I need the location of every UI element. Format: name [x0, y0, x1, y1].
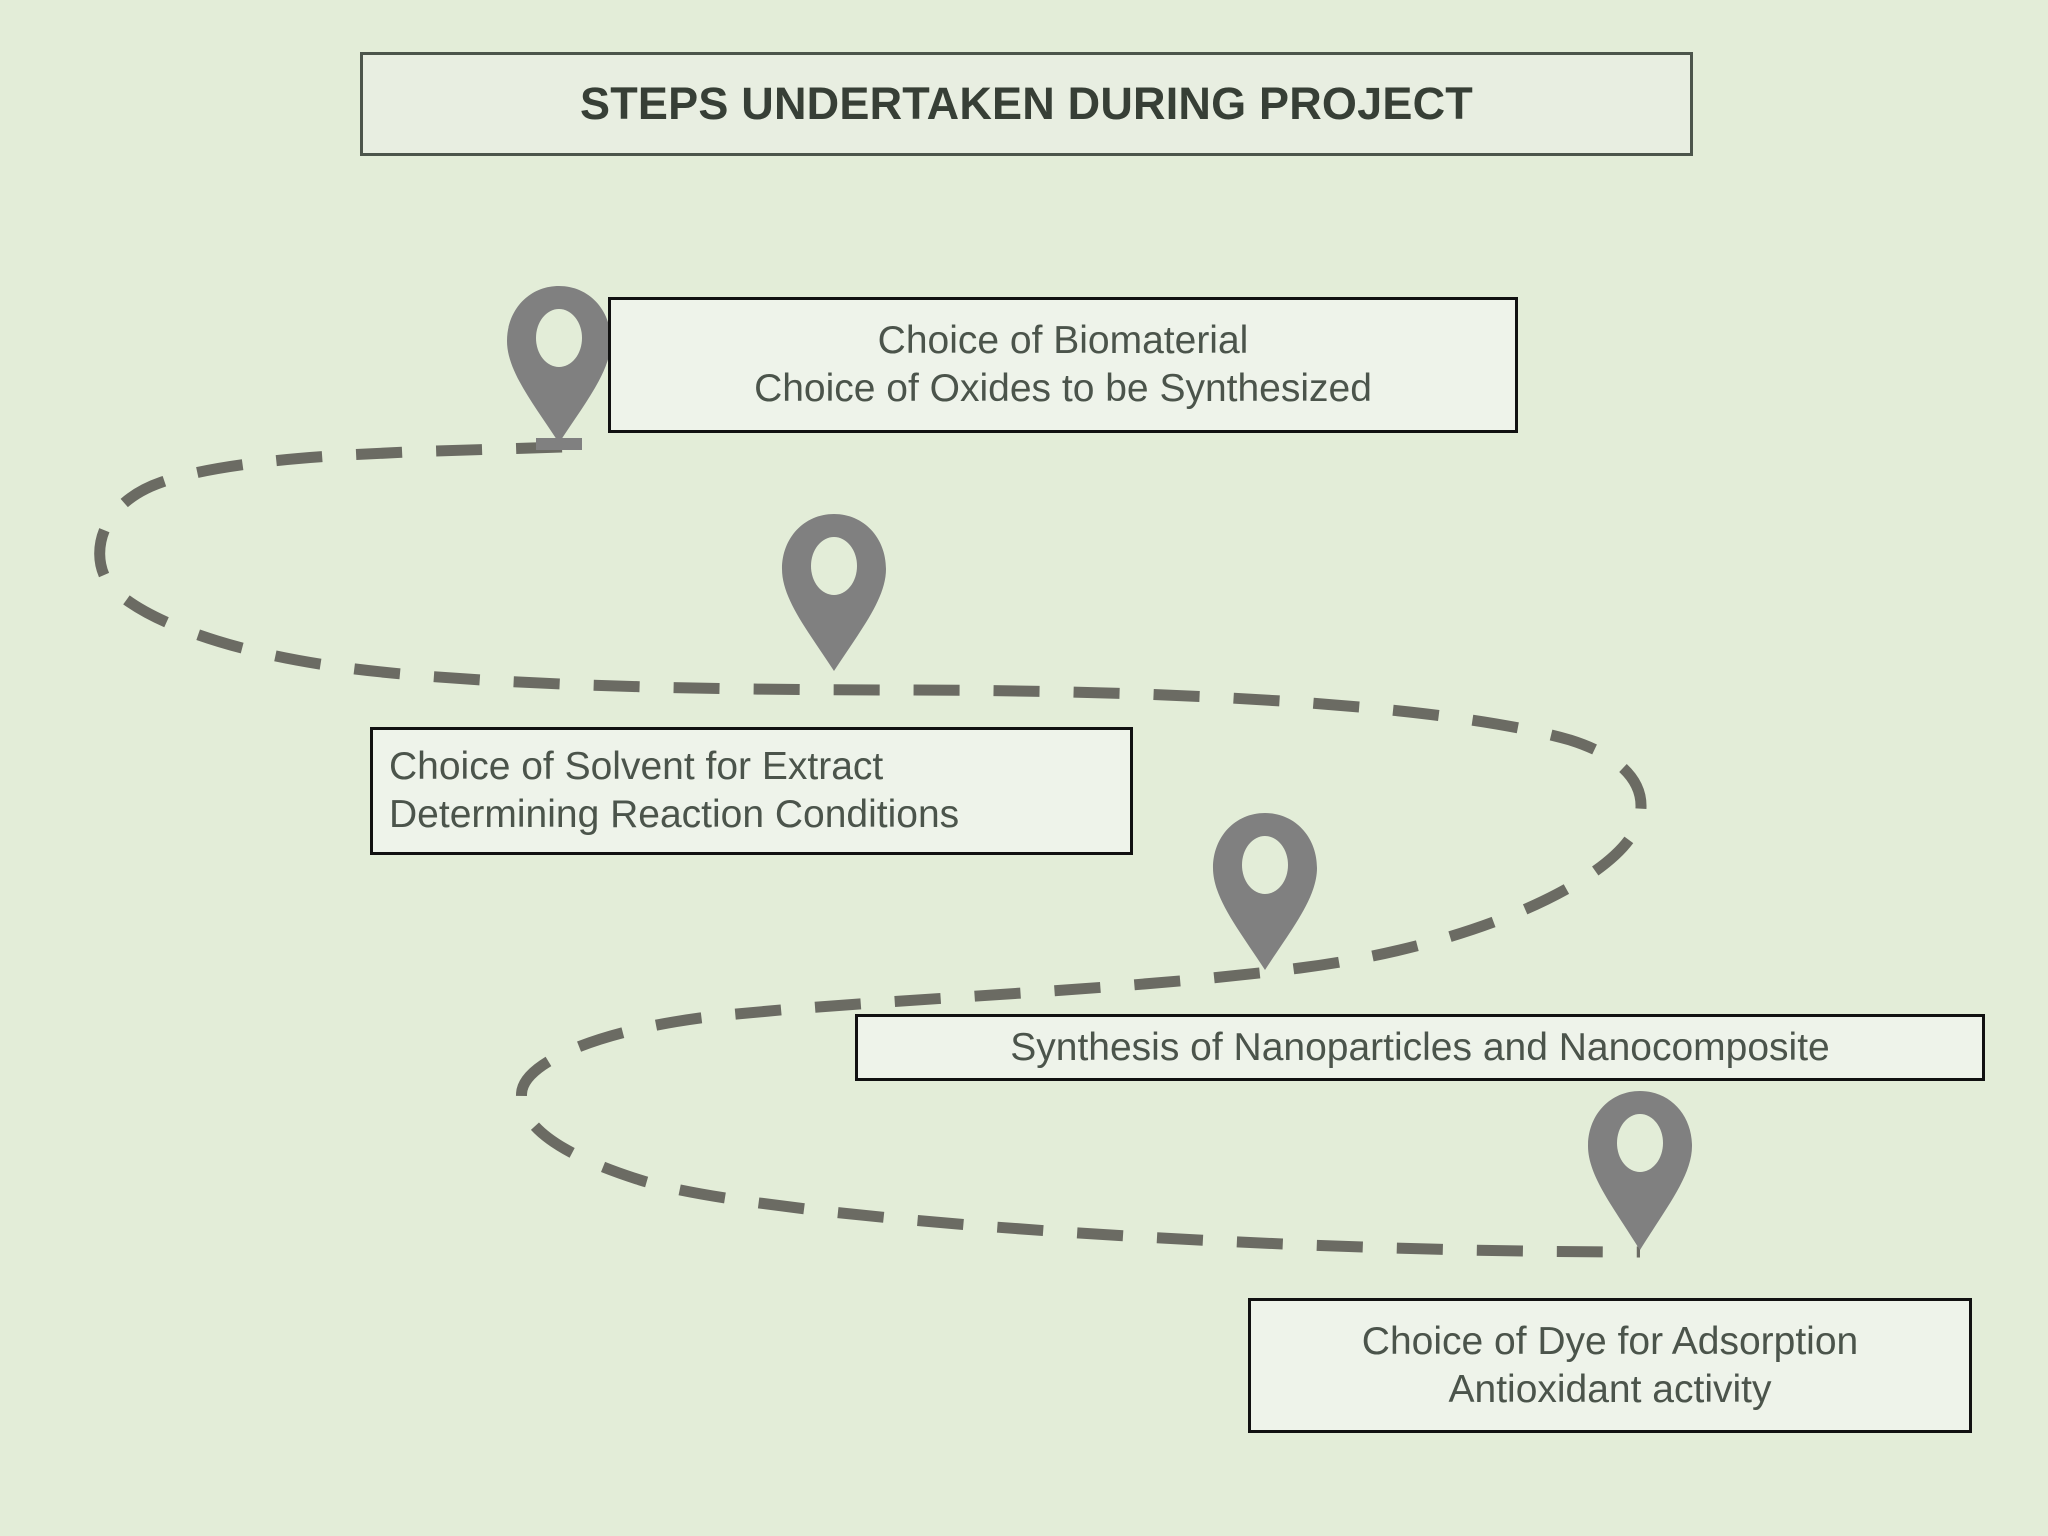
step-1-line-1: Choice of Biomaterial: [877, 319, 1249, 363]
map-pin-marker-1: [507, 286, 611, 450]
page-title-box: STEPS UNDERTAKEN DURING PROJECT: [360, 52, 1693, 156]
map-pin-marker-4: [1588, 1091, 1692, 1250]
page-title: STEPS UNDERTAKEN DURING PROJECT: [580, 78, 1473, 129]
map-pin-marker-3: [1213, 813, 1317, 970]
step-2-line-1: Choice of Solvent for Extract: [389, 745, 884, 789]
step-2-line-2: Determining Reaction Conditions: [389, 793, 960, 836]
step-3-line-1: Synthesis of Nanoparticles and Nanocompo…: [1010, 1025, 1830, 1069]
step-4-line-2: Antioxidant activity: [1448, 1367, 1772, 1411]
step-box-4: Choice of Dye for Adsorption Antioxidant…: [1248, 1298, 1972, 1433]
step-box-2: Choice of Solvent for Extract Determinin…: [370, 727, 1133, 855]
step-4-line-1: Choice of Dye for Adsorption: [1361, 1319, 1859, 1363]
step-1-line-2: Choice of Oxides to be Synthesized: [754, 367, 1372, 410]
step-box-1: Choice of Biomaterial Choice of Oxides t…: [608, 297, 1518, 433]
map-pin-marker-2: [782, 514, 886, 671]
step-box-3: Synthesis of Nanoparticles and Nanocompo…: [855, 1014, 1985, 1081]
